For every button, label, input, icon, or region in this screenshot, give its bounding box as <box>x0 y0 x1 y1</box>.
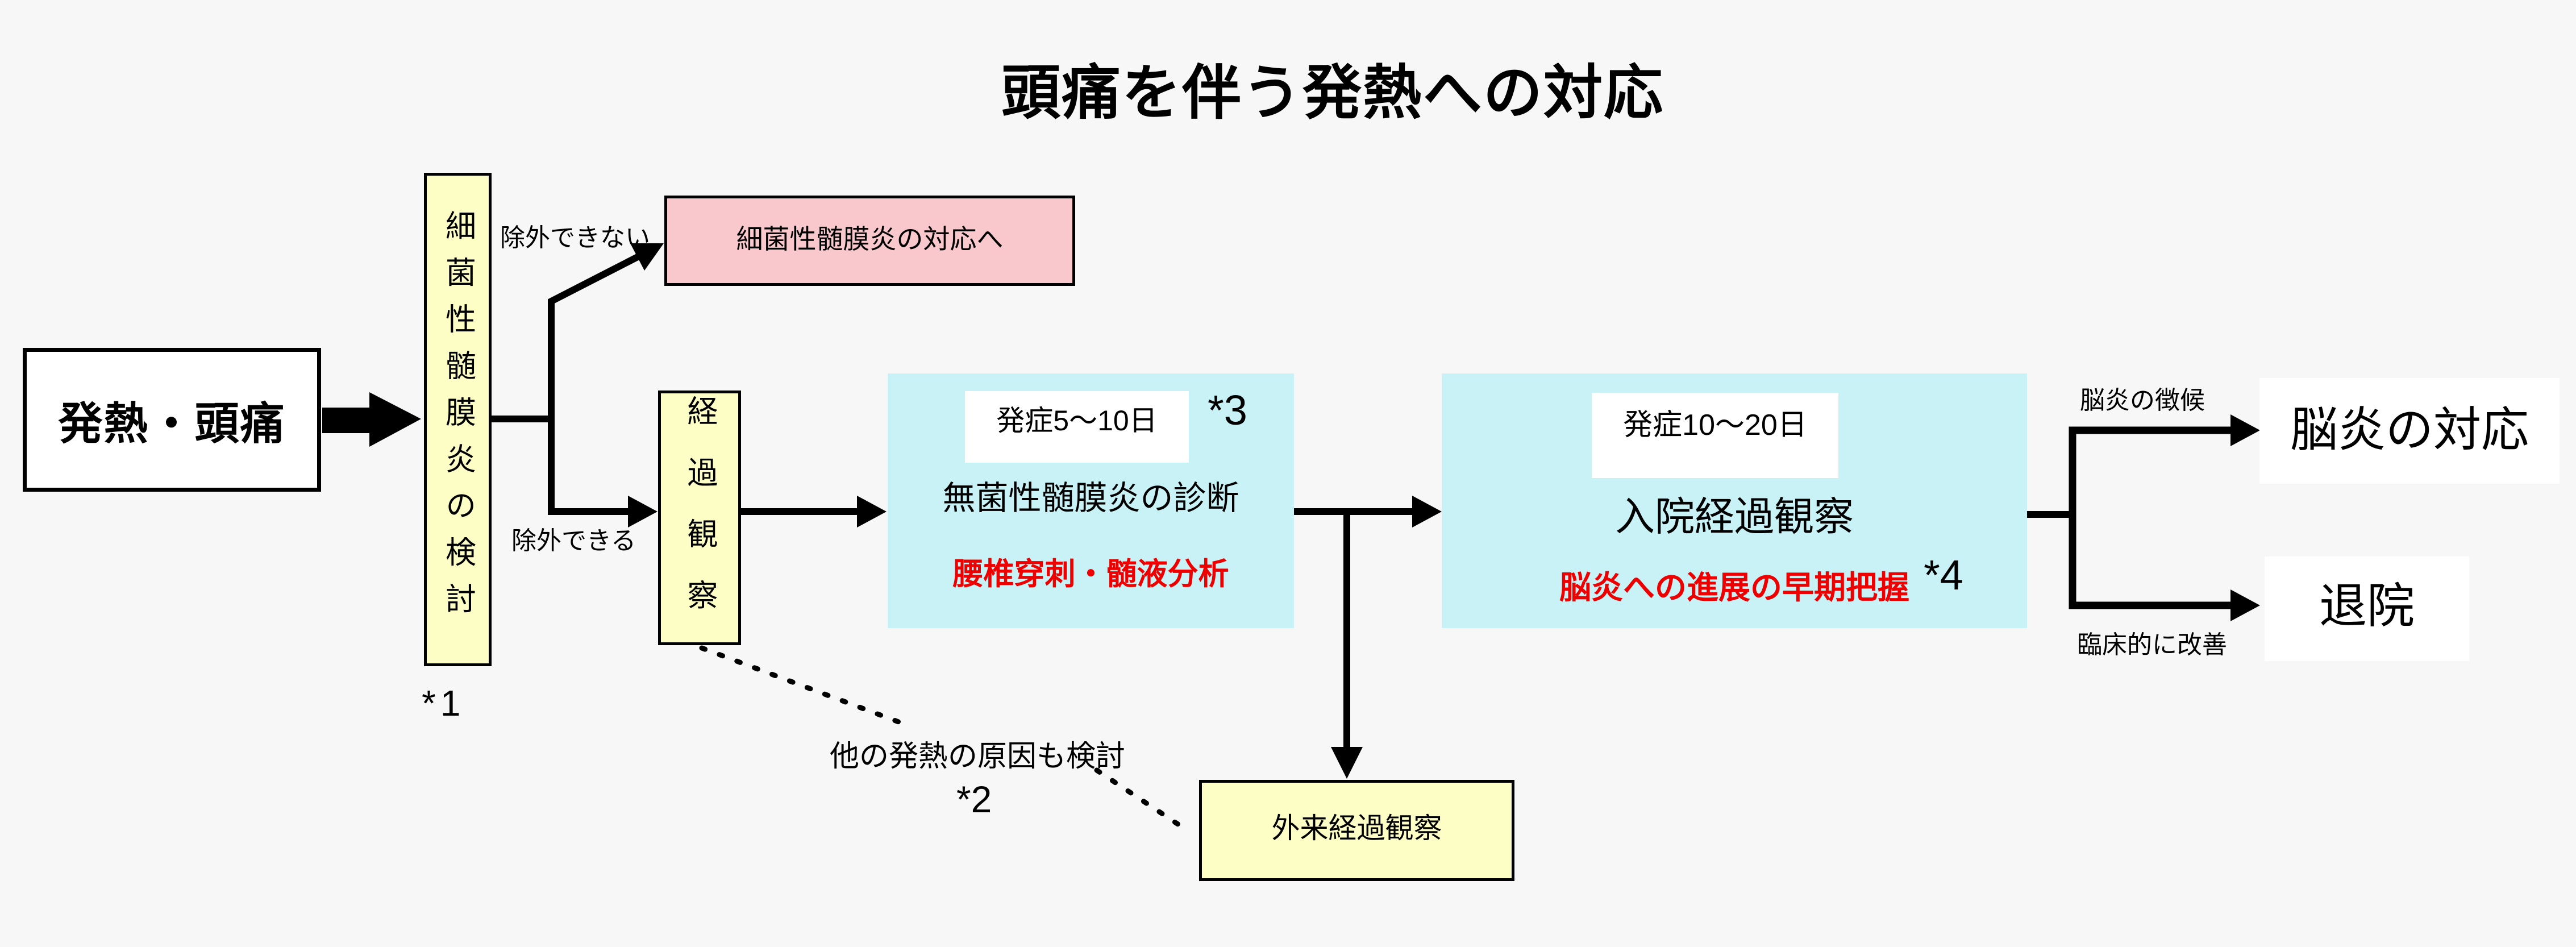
footnote-4: *4 <box>1924 551 1963 599</box>
node-inpatient-observation: 発症10〜20日 入院経過観察 脳炎への進展の早期把握 *4 <box>1442 373 2027 628</box>
node-outpatient-follow-up: 外来経過観察 <box>1199 780 1514 881</box>
node-follow-up-label: 経過観察 <box>683 395 717 641</box>
arrowhead-aseptic <box>857 496 887 528</box>
aseptic-period-label: 発症5〜10日 <box>965 391 1189 463</box>
node-encephalitis-response-label: 脳炎の対応 <box>2290 402 2529 456</box>
arrowhead-outpatient <box>1331 747 1363 779</box>
node-start: 発熱・頭痛 <box>23 348 321 492</box>
arrowhead-cannot-exclude <box>630 243 664 271</box>
inpatient-action: 脳炎への進展の早期把握 <box>1559 570 1909 605</box>
node-aseptic-meningitis: 発症5〜10日 *3 無菌性髄膜炎の診断 腰椎穿刺・髄液分析 <box>888 373 1294 628</box>
dotted-line-other-causes-1 <box>699 645 912 729</box>
edge-label-cannot-exclude: 除外できない <box>500 224 650 252</box>
edge-label-other-fever-causes: 他の発熱の原因も検討 <box>829 740 1125 773</box>
edge-label-clinical-improvement: 臨床的に改善 <box>2077 631 2227 659</box>
arrowhead-can-exclude <box>628 496 657 528</box>
arrowhead-discharge <box>2230 589 2260 621</box>
page-title: 頭痛を伴う発熱への対応 <box>1001 60 1664 126</box>
footnote-2: *2 <box>956 778 992 820</box>
dotted-line-other-causes-2 <box>1094 767 1188 832</box>
node-follow-up: 経過観察 <box>658 391 741 645</box>
inpatient-title: 入院経過観察 <box>1615 495 1854 539</box>
inpatient-period-label: 発症10〜20日 <box>1592 393 1838 478</box>
aseptic-title: 無菌性髄膜炎の診断 <box>942 480 1239 517</box>
node-encephalitis-response: 脳炎の対応 <box>2259 378 2560 484</box>
branch-line <box>548 254 639 515</box>
footnote-3: *3 <box>1208 387 1247 434</box>
node-bacterial-meningitis-check: 細菌性髄膜炎の検討 <box>424 173 492 666</box>
block-arrow <box>322 392 421 447</box>
node-bacterial-meningitis-response-label: 細菌性髄膜炎の対応へ <box>736 224 1004 254</box>
node-outpatient-follow-up-label: 外来経過観察 <box>1271 812 1442 844</box>
edge-label-can-exclude: 除外できる <box>511 527 636 555</box>
right-branch-line <box>2069 426 2230 609</box>
aseptic-action: 腰椎穿刺・髄液分析 <box>952 557 1229 591</box>
node-discharge-label: 退院 <box>2319 579 2415 633</box>
node-bacterial-meningitis-response: 細菌性髄膜炎の対応へ <box>664 196 1075 286</box>
node-discharge: 退院 <box>2265 556 2469 661</box>
node-bacterial-meningitis-check-label: 細菌性髄膜炎の検討 <box>440 210 475 629</box>
node-start-label: 発熱・頭痛 <box>58 398 286 448</box>
arrowhead-inpatient <box>1412 496 1442 528</box>
footnote-1: *1 <box>422 683 465 724</box>
arrowhead-encephalitis <box>2230 414 2260 446</box>
edge-label-encephalitis-signs: 脳炎の徴候 <box>2080 387 2205 414</box>
